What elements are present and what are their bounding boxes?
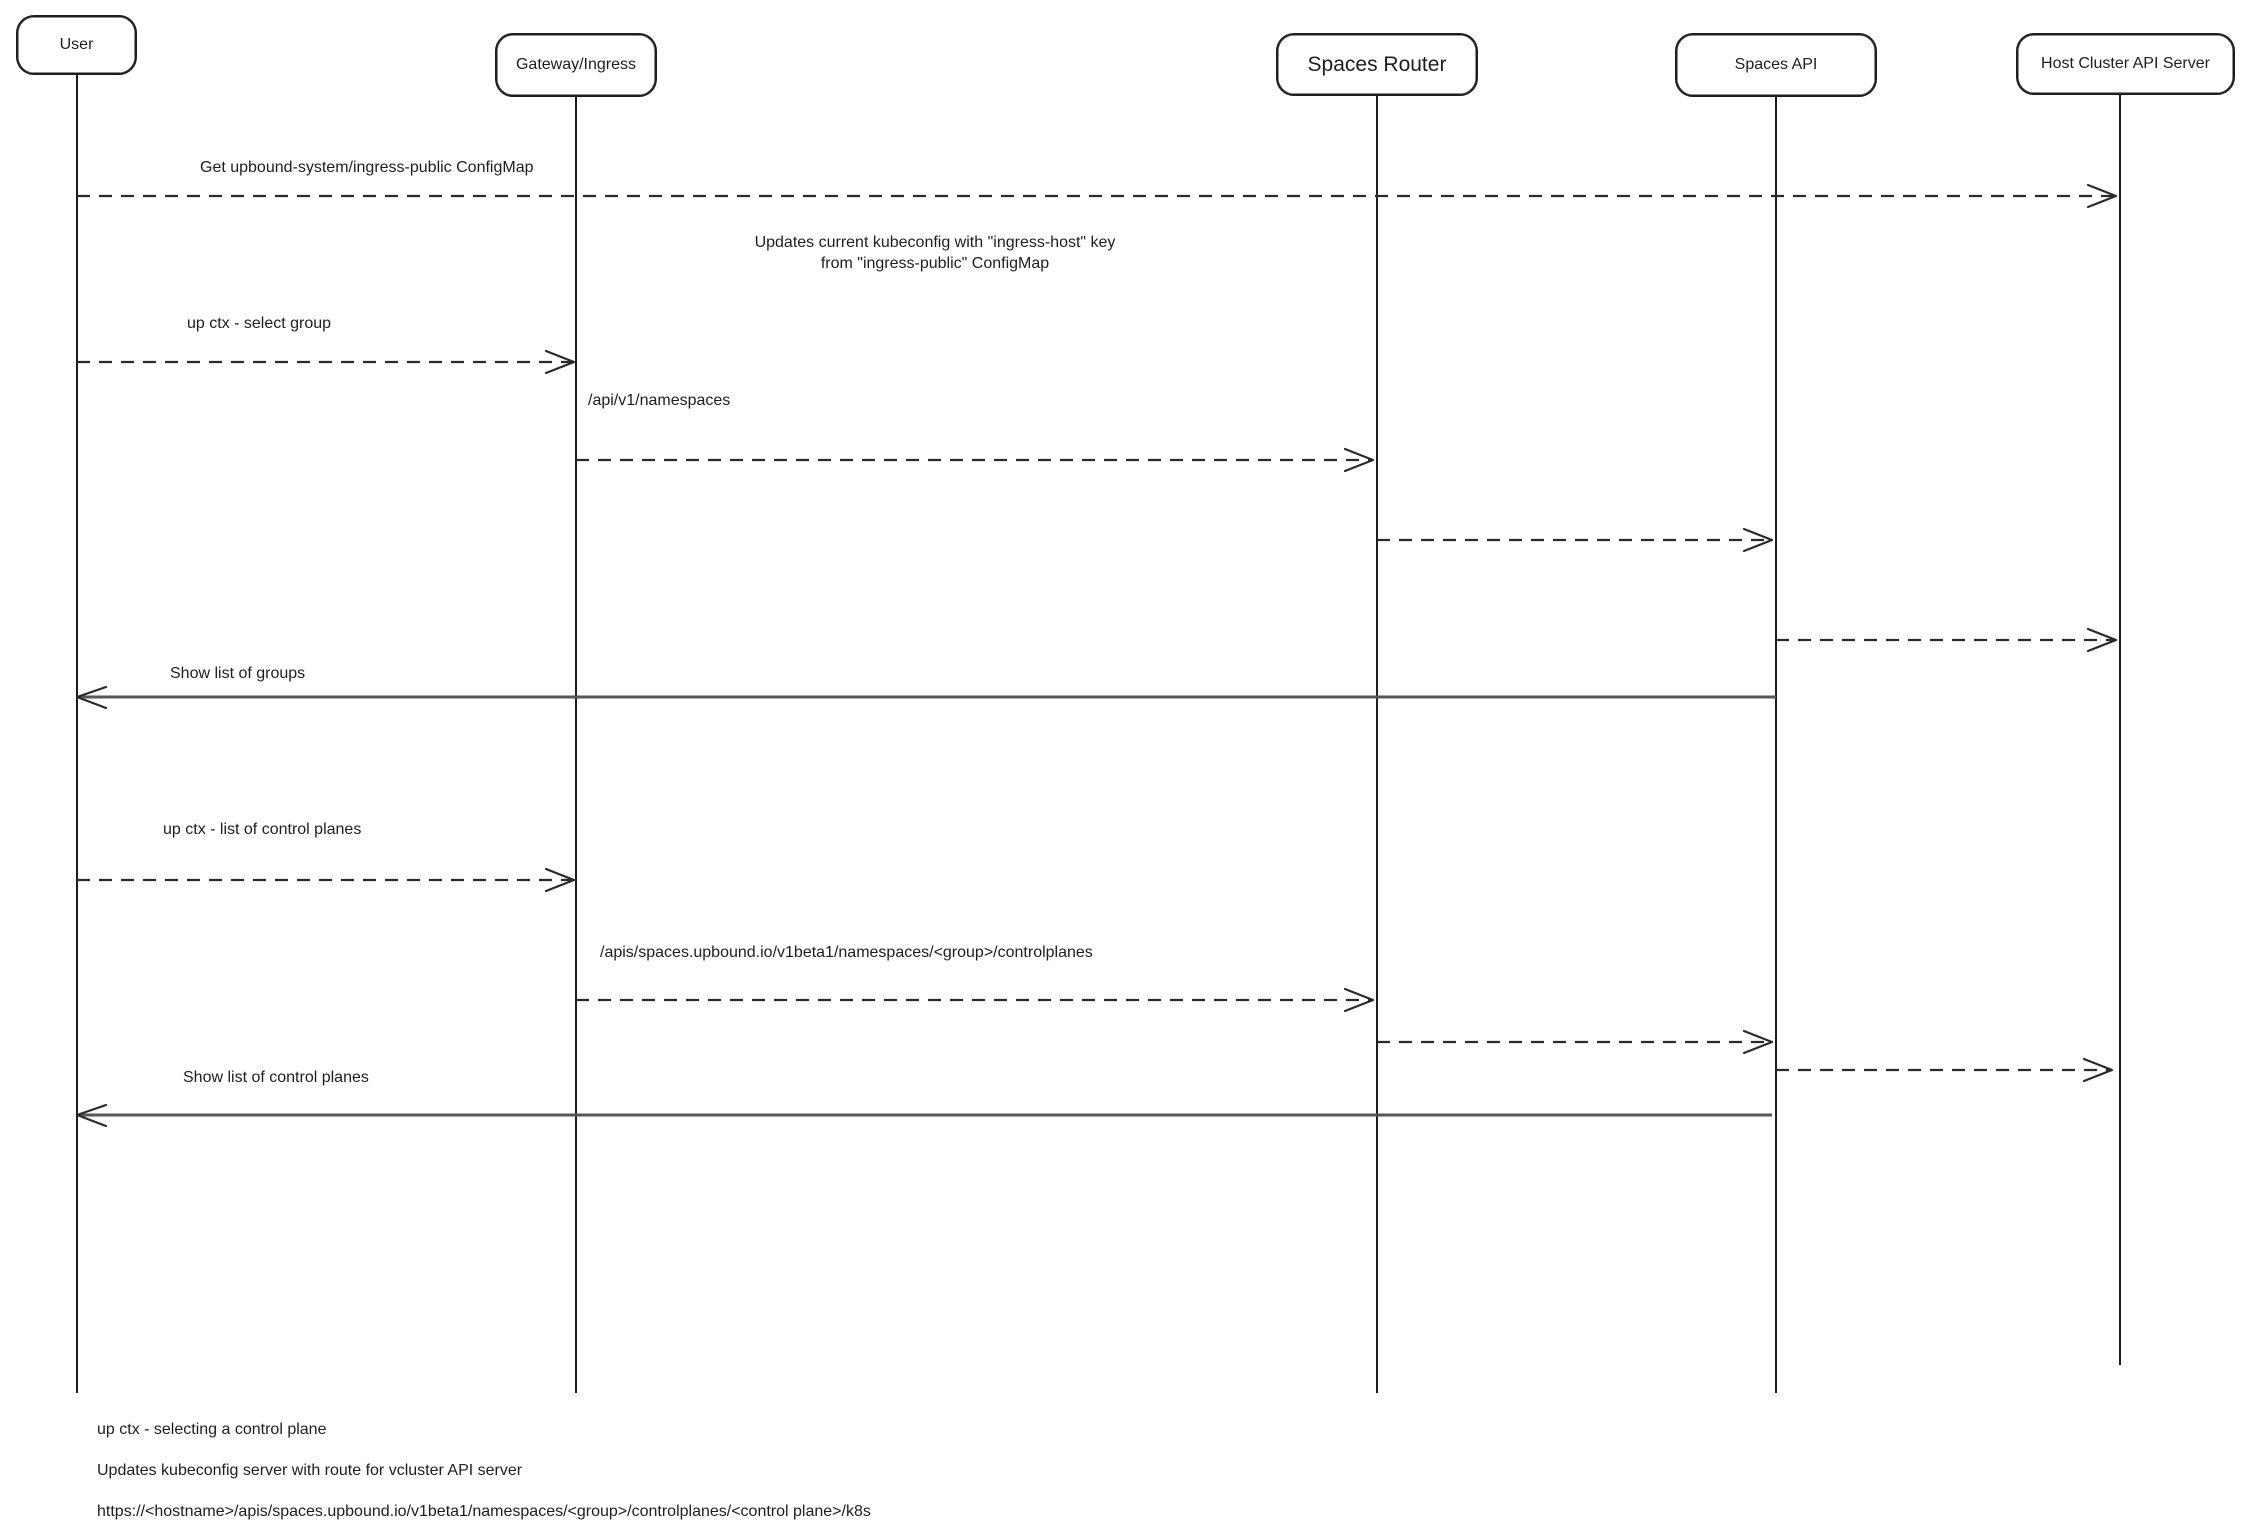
arrowhead-right-up-ctx-select-group <box>544 349 576 375</box>
actor-label-gateway: Gateway/Ingress <box>515 56 637 73</box>
arrowhead-right-get-configmap <box>2086 183 2118 209</box>
arrowhead-right-apis-controlplanes <box>1343 987 1375 1013</box>
message-label-apis-controlplanes: /apis/spaces.upbound.io/v1beta1/namespac… <box>600 944 1093 961</box>
footnote-3: https://<hostname>/apis/spaces.upbound.i… <box>97 1503 871 1520</box>
arrowhead-right-api-to-host-1 <box>2086 627 2118 653</box>
arrowhead-left-show-control-planes <box>75 1103 108 1128</box>
message-label-get-configmap: Get upbound-system/ingress-public Config… <box>200 159 534 176</box>
arrowhead-right-up-ctx-list-cp <box>544 867 576 893</box>
actor-label-host-cluster: Host Cluster API Server <box>2041 55 2210 72</box>
actor-box-router: Spaces Router <box>1276 33 1478 96</box>
note-line-1: Updates current kubeconfig with "ingress… <box>754 234 1116 251</box>
actor-box-spaces-api: Spaces API <box>1675 33 1877 97</box>
arrowhead-right-router-to-api-1 <box>1742 527 1774 553</box>
message-label-api-v1-namespaces: /api/v1/namespaces <box>588 392 731 409</box>
actor-label-spaces-api: Spaces API <box>1734 56 1818 73</box>
actor-label-router: Spaces Router <box>1307 52 1447 76</box>
arrowhead-right-api-to-host-2 <box>2082 1057 2114 1083</box>
arrowhead-right-api-v1-namespaces <box>1343 447 1375 473</box>
actor-box-gateway: Gateway/Ingress <box>495 33 657 97</box>
arrowhead-left-show-groups <box>75 685 108 710</box>
footnote-2: Updates kubeconfig server with route for… <box>97 1462 523 1479</box>
message-label-up-ctx-select-group: up ctx - select group <box>187 315 332 332</box>
actor-label-user: User <box>59 36 94 53</box>
message-label-up-ctx-list-cp: up ctx - list of control planes <box>163 821 362 838</box>
actor-box-host-cluster: Host Cluster API Server <box>2016 33 2235 95</box>
arrowhead-right-router-to-api-2 <box>1742 1029 1774 1055</box>
message-label-show-control-planes: Show list of control planes <box>183 1069 369 1086</box>
note-line-2: from "ingress-public" ConfigMap <box>820 255 1050 272</box>
footnote-1: up ctx - selecting a control plane <box>97 1421 327 1438</box>
actor-box-user: User <box>16 15 137 75</box>
note-kubeconfig-update: Updates current kubeconfig with "ingress… <box>755 232 1116 274</box>
message-label-show-groups: Show list of groups <box>170 665 306 682</box>
